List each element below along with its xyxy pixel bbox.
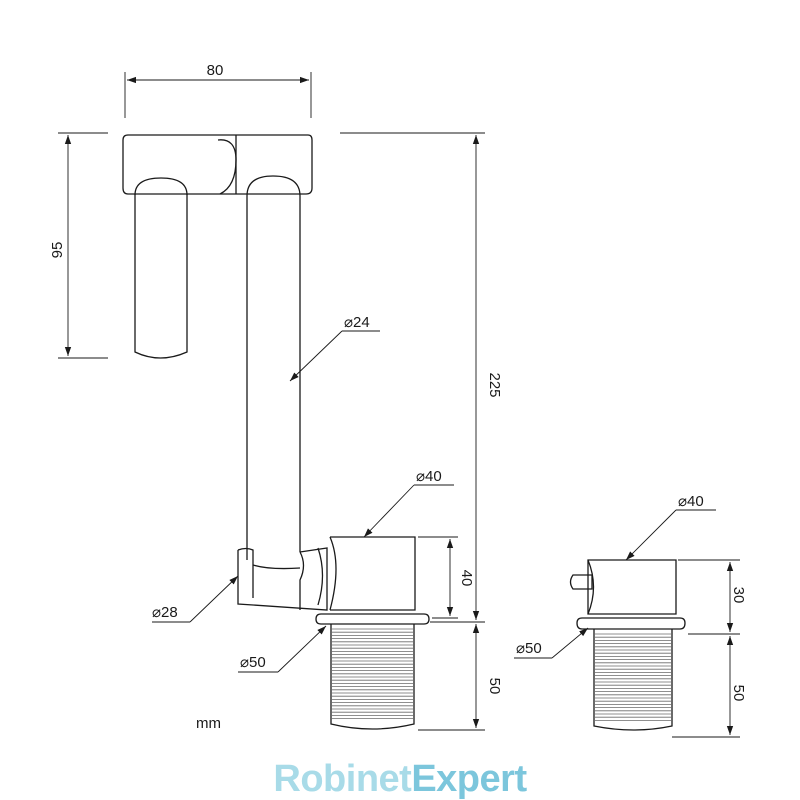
spout-width-label: 80 bbox=[207, 62, 224, 79]
leader-elbow-diameter: ⌀28 bbox=[152, 575, 239, 623]
dimension-mixer-body-height: 40 bbox=[418, 536, 475, 619]
dimension-control-body-height: 30 bbox=[678, 559, 747, 635]
dimension-mixer-thread-height: 50 bbox=[418, 624, 503, 731]
dimension-control-thread-height: 50 bbox=[672, 636, 747, 738]
leader-spout-pipe-diameter: ⌀24 bbox=[289, 314, 380, 382]
brand-logo-part1: Robinet bbox=[273, 758, 412, 800]
dimension-spout-width: 80 bbox=[124, 62, 312, 118]
total-height-label: 225 bbox=[486, 372, 503, 397]
leader-mixer-base-diameter: ⌀50 bbox=[238, 625, 327, 673]
mixer-body-diameter-label: ⌀40 bbox=[416, 468, 442, 485]
control-body-diameter-label: ⌀40 bbox=[678, 493, 704, 510]
mixer-base-diameter-label: ⌀50 bbox=[240, 654, 266, 671]
leader-control-body-diameter: ⌀40 bbox=[625, 493, 716, 561]
mixer-thread-lines bbox=[332, 628, 413, 719]
mixer-thread-height-label: 50 bbox=[486, 678, 503, 695]
control-valve-drawing bbox=[569, 559, 686, 731]
elbow-diameter-label: ⌀28 bbox=[152, 604, 178, 621]
mixer-faucet-drawing bbox=[122, 134, 430, 730]
control-body-height-label: 30 bbox=[730, 587, 747, 604]
mixer-body-height-label: 40 bbox=[458, 570, 475, 587]
brand-logo-part2: Expert bbox=[411, 758, 527, 800]
dimension-spout-drop: 95 bbox=[49, 132, 108, 359]
spout-drop-label: 95 bbox=[49, 242, 66, 259]
brand-logo: RobinetExpert bbox=[273, 758, 527, 800]
spout-pipe-diameter-label: ⌀24 bbox=[344, 314, 370, 331]
leader-control-base-diameter: ⌀50 bbox=[514, 627, 589, 659]
leader-mixer-body-diameter: ⌀40 bbox=[363, 468, 454, 538]
unit-label: mm bbox=[196, 715, 221, 732]
control-base-diameter-label: ⌀50 bbox=[516, 640, 542, 657]
dimension-total-height: 225 bbox=[340, 132, 503, 623]
control-thread-lines bbox=[595, 633, 671, 721]
control-thread-height-label: 50 bbox=[730, 685, 747, 702]
